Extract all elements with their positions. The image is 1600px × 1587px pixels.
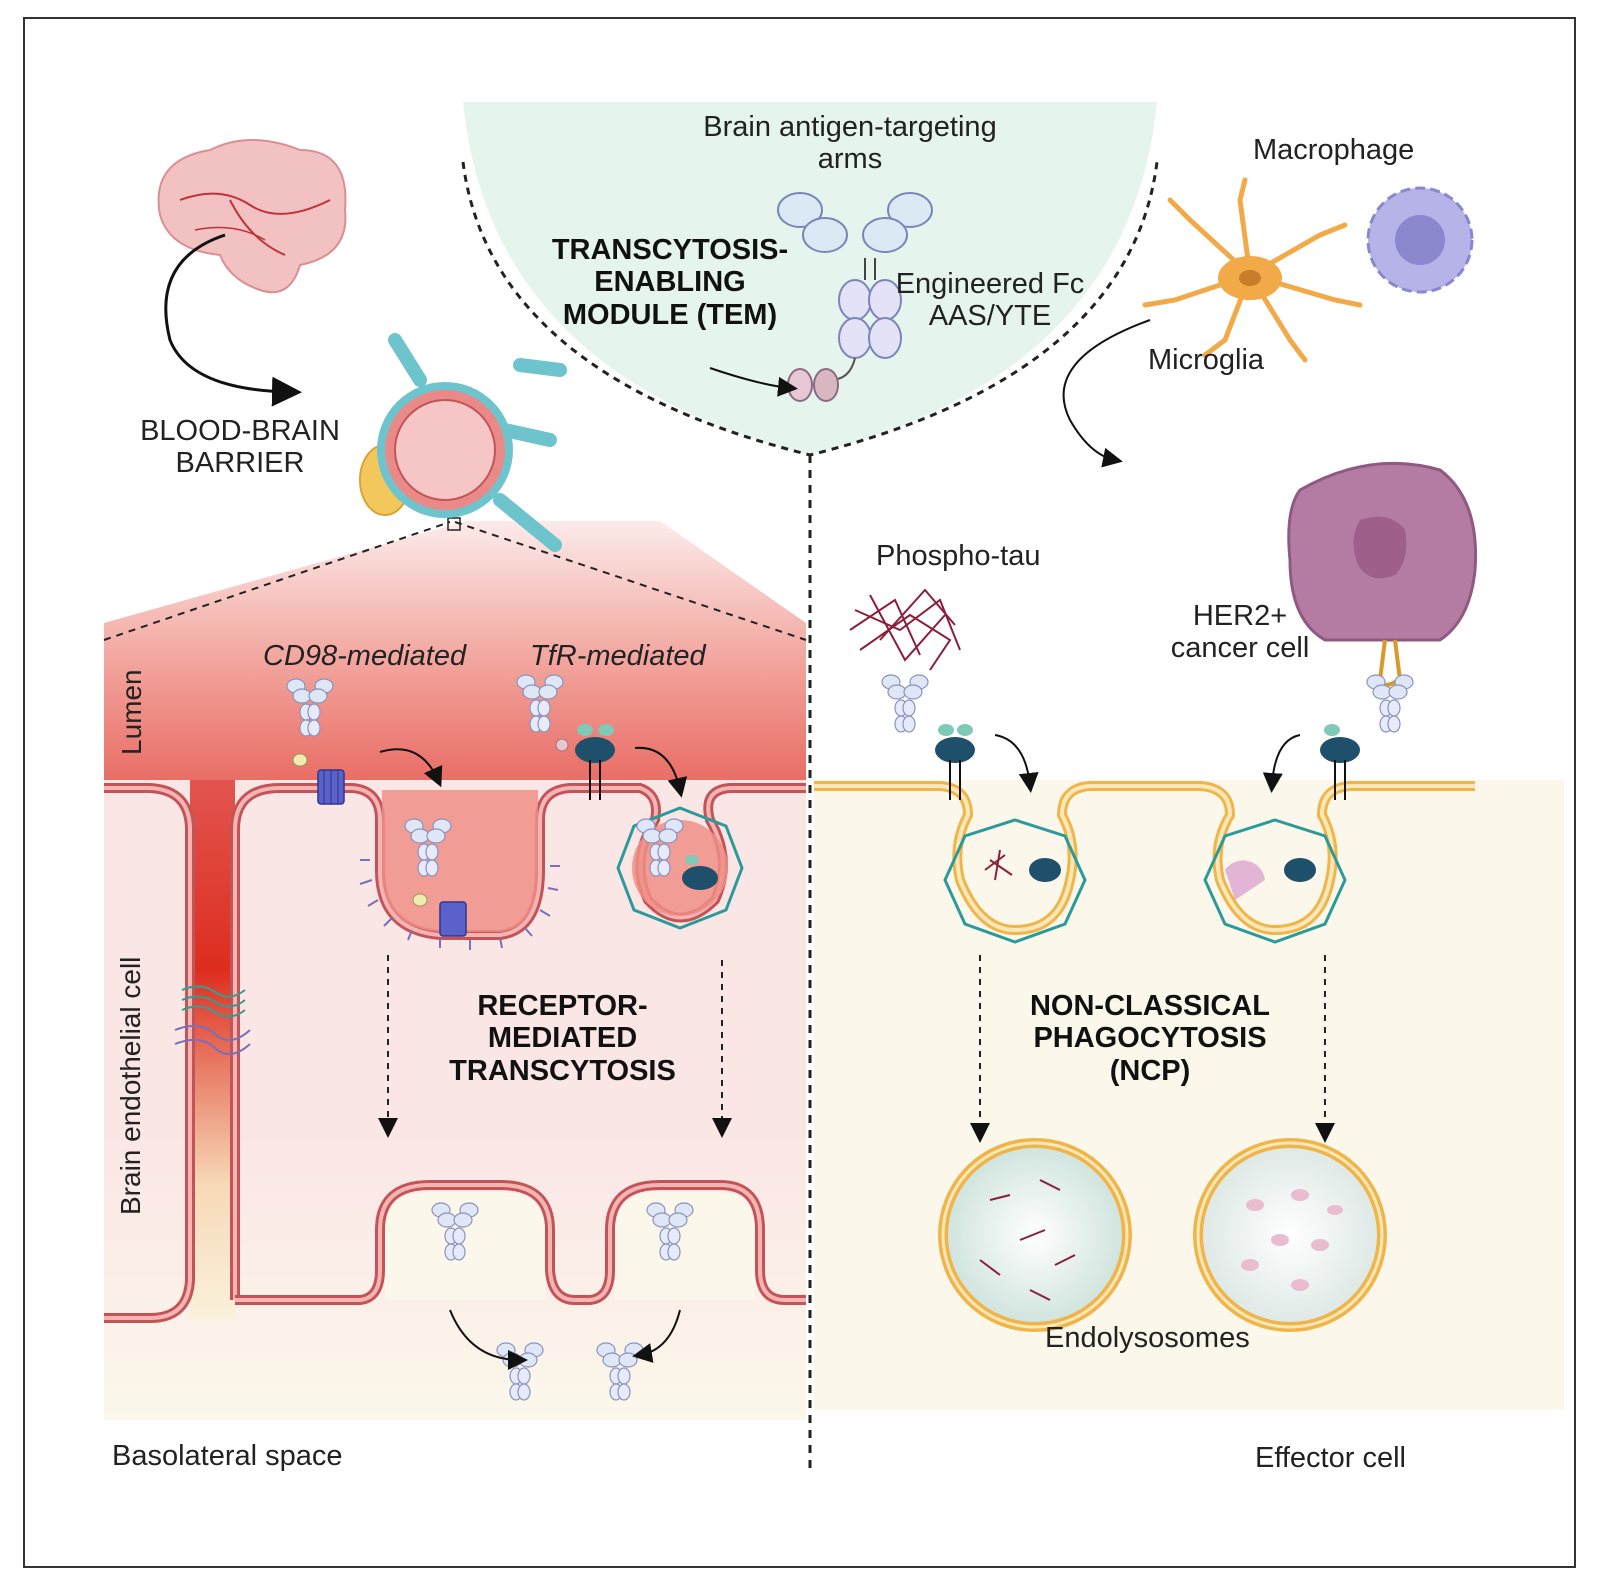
clathrin-coat [616, 806, 744, 930]
tem-panel [463, 102, 1157, 455]
effector-cell-label: Effector cell [1255, 1442, 1406, 1474]
macrophage-icon [1366, 186, 1474, 294]
arrow-brain-to-bbb [164, 233, 302, 407]
ncp-label: NON-CLASSICAL PHAGOCYTOSIS (NCP) [1000, 990, 1300, 1087]
arrow-release-1 [449, 1309, 528, 1370]
engineered-fc-label: Engineered Fc AAS/YTE [875, 268, 1105, 333]
engineered-fc-line-2: AAS/YTE [928, 300, 1052, 333]
arrow-release-2 [632, 1309, 681, 1363]
arrow-tfr-internalize [634, 746, 688, 798]
zoom-line-left [103, 521, 451, 641]
cd98-receptor-internalized [439, 901, 467, 937]
rmt-line-1: RECEPTOR- [477, 990, 648, 1022]
cancer-cell-nucleus [1353, 516, 1407, 579]
macrophage-label: Macrophage [1253, 134, 1415, 166]
tight-junction-channel [190, 780, 235, 1320]
cd98-receptor [317, 769, 345, 805]
effector-cell-cytoplasm [814, 780, 1564, 1410]
tfr-receptor [575, 724, 615, 800]
engineered-fc-line-1: Engineered Fc [895, 268, 1085, 300]
lumen-region [104, 521, 806, 780]
bispecific-antibody-icon [777, 192, 933, 402]
arrow-tau-internalize [994, 734, 1039, 793]
bbb-label: BLOOD-BRAIN BARRIER [130, 415, 350, 480]
ncp-line-2: PHAGOCYTOSIS [1033, 1022, 1267, 1055]
caveolin-coat [359, 859, 560, 950]
microglia-icon [1142, 177, 1363, 363]
arrow-tem [709, 367, 798, 397]
clathrin-coat-ncp-2 [1203, 818, 1347, 944]
phospho-tau-label: Phospho-tau [876, 540, 1041, 572]
tem-panel-border [461, 161, 1159, 457]
ncp-line-1: NON-CLASSICAL [1029, 990, 1271, 1022]
tight-junction-proteins [181, 985, 246, 1018]
rmt-line-2: MEDIATED [487, 1022, 638, 1055]
tem-line-2: ENABLING [594, 266, 746, 299]
her2-line-1: HER2+ [1192, 600, 1288, 632]
lumen-label: Lumen [116, 669, 147, 755]
ncp-line-3: (NCP) [1109, 1054, 1191, 1087]
cd98-label: CD98-mediated [263, 640, 467, 672]
brain-icon [157, 139, 347, 294]
fc-receptor-2 [1320, 724, 1360, 800]
brain-targeting-line-1: Brain antigen-targeting [703, 111, 997, 143]
tfr-receptor-internalized [682, 855, 718, 890]
bbb-line-2: BARRIER [175, 447, 305, 480]
ncp-vesicle-2-contents [1225, 858, 1316, 900]
tfr-label: TfR-mediated [530, 640, 706, 672]
brain-endothelial-label: Brain endothelial cell [115, 956, 146, 1215]
tem-label: TRANSCYTOSIS- ENABLING MODULE (TEM) [520, 234, 820, 331]
microglia-label: Microglia [1148, 344, 1265, 376]
arrow-cd98-internalize [379, 748, 443, 788]
rmt-line-3: TRANSCYTOSIS [449, 1054, 676, 1087]
zoom-box [447, 517, 461, 531]
bbb-line-1: BLOOD-BRAIN [140, 415, 340, 447]
fc-receptor-1 [935, 724, 975, 800]
ncp-vesicle-1-contents [984, 849, 1061, 882]
brain-targeting-line-2: arms [817, 143, 883, 176]
tem-line-3: MODULE (TEM) [562, 298, 778, 331]
endolysosomes-label: Endolysosomes [1045, 1322, 1250, 1354]
her2-label: HER2+ cancer cell [1150, 600, 1330, 665]
basolateral-label: Basolateral space [112, 1440, 343, 1472]
clathrin-coat-ncp-1 [943, 818, 1087, 944]
phospho-tau-aggregate [849, 588, 961, 671]
arrow-effector [1062, 319, 1151, 468]
blood-vessel-icon [359, 333, 567, 552]
her2-line-2: cancer cell [1170, 632, 1310, 665]
tem-line-1: TRANSCYTOSIS- [551, 234, 789, 266]
zoom-line-right [454, 521, 807, 641]
arrow-her2-internalize [1262, 734, 1301, 793]
rmt-label: RECEPTOR- MEDIATED TRANSCYTOSIS [420, 990, 705, 1087]
brain-targeting-label: Brain antigen-targeting arms [680, 111, 1020, 176]
